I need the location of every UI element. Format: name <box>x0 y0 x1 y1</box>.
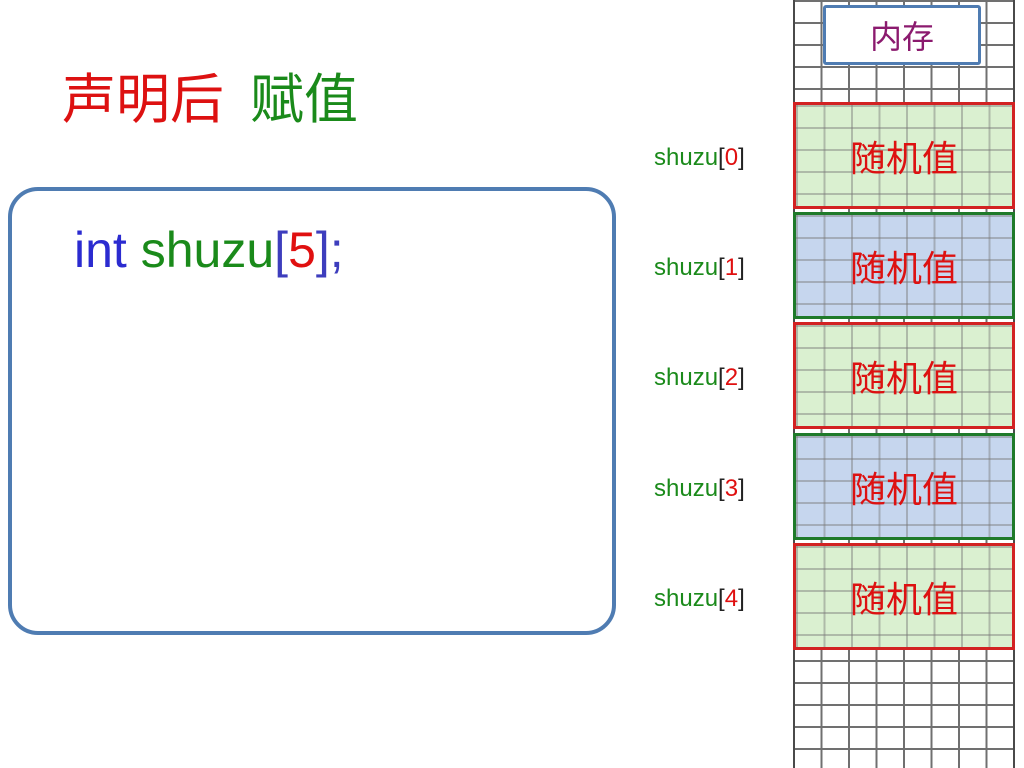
code-keyword: int <box>74 222 127 278</box>
index-number: 4 <box>724 585 739 612</box>
code-semicolon: ; <box>329 222 344 278</box>
index-label-0: shuzu[0] <box>654 144 745 171</box>
cell-value: 随机值 <box>849 358 958 400</box>
index-number: 2 <box>724 364 739 391</box>
code-line: int shuzu[5]; <box>74 219 344 281</box>
index-number: 1 <box>724 254 739 281</box>
cell-value: 随机值 <box>849 138 958 180</box>
cell-value: 随机值 <box>849 469 958 511</box>
index-number: 0 <box>724 144 739 171</box>
index-number: 3 <box>724 475 739 502</box>
index-label-3: shuzu[3] <box>654 475 745 502</box>
code-box: int shuzu[5]; <box>8 187 616 635</box>
index-name: shuzu <box>654 475 719 502</box>
index-name: shuzu <box>654 364 719 391</box>
index-label-2: shuzu[2] <box>654 364 745 391</box>
title-declare: 声明后 <box>62 68 224 131</box>
code-bracket-open: [ <box>274 222 289 278</box>
memory-cell-1: 随机值 <box>793 212 1015 319</box>
title-assign: 赋值 <box>250 68 358 131</box>
memory-cell-4: 随机值 <box>793 543 1015 650</box>
memory-label: 内存 <box>823 5 981 65</box>
index-label-4: shuzu[4] <box>654 585 745 612</box>
code-variable: shuzu <box>140 222 275 278</box>
memory-cell-0: 随机值 <box>793 102 1015 209</box>
cell-value: 随机值 <box>849 248 958 290</box>
code-size: 5 <box>288 222 316 278</box>
memory-cell-2: 随机值 <box>793 322 1015 429</box>
index-label-1: shuzu[1] <box>654 254 745 281</box>
slide-title: 声明后赋值 <box>62 62 358 138</box>
cell-value: 随机值 <box>849 579 958 621</box>
index-name: shuzu <box>654 254 719 281</box>
code-bracket-close: ] <box>315 222 330 278</box>
index-name: shuzu <box>654 144 719 171</box>
index-name: shuzu <box>654 585 719 612</box>
memory-cell-3: 随机值 <box>793 433 1015 540</box>
